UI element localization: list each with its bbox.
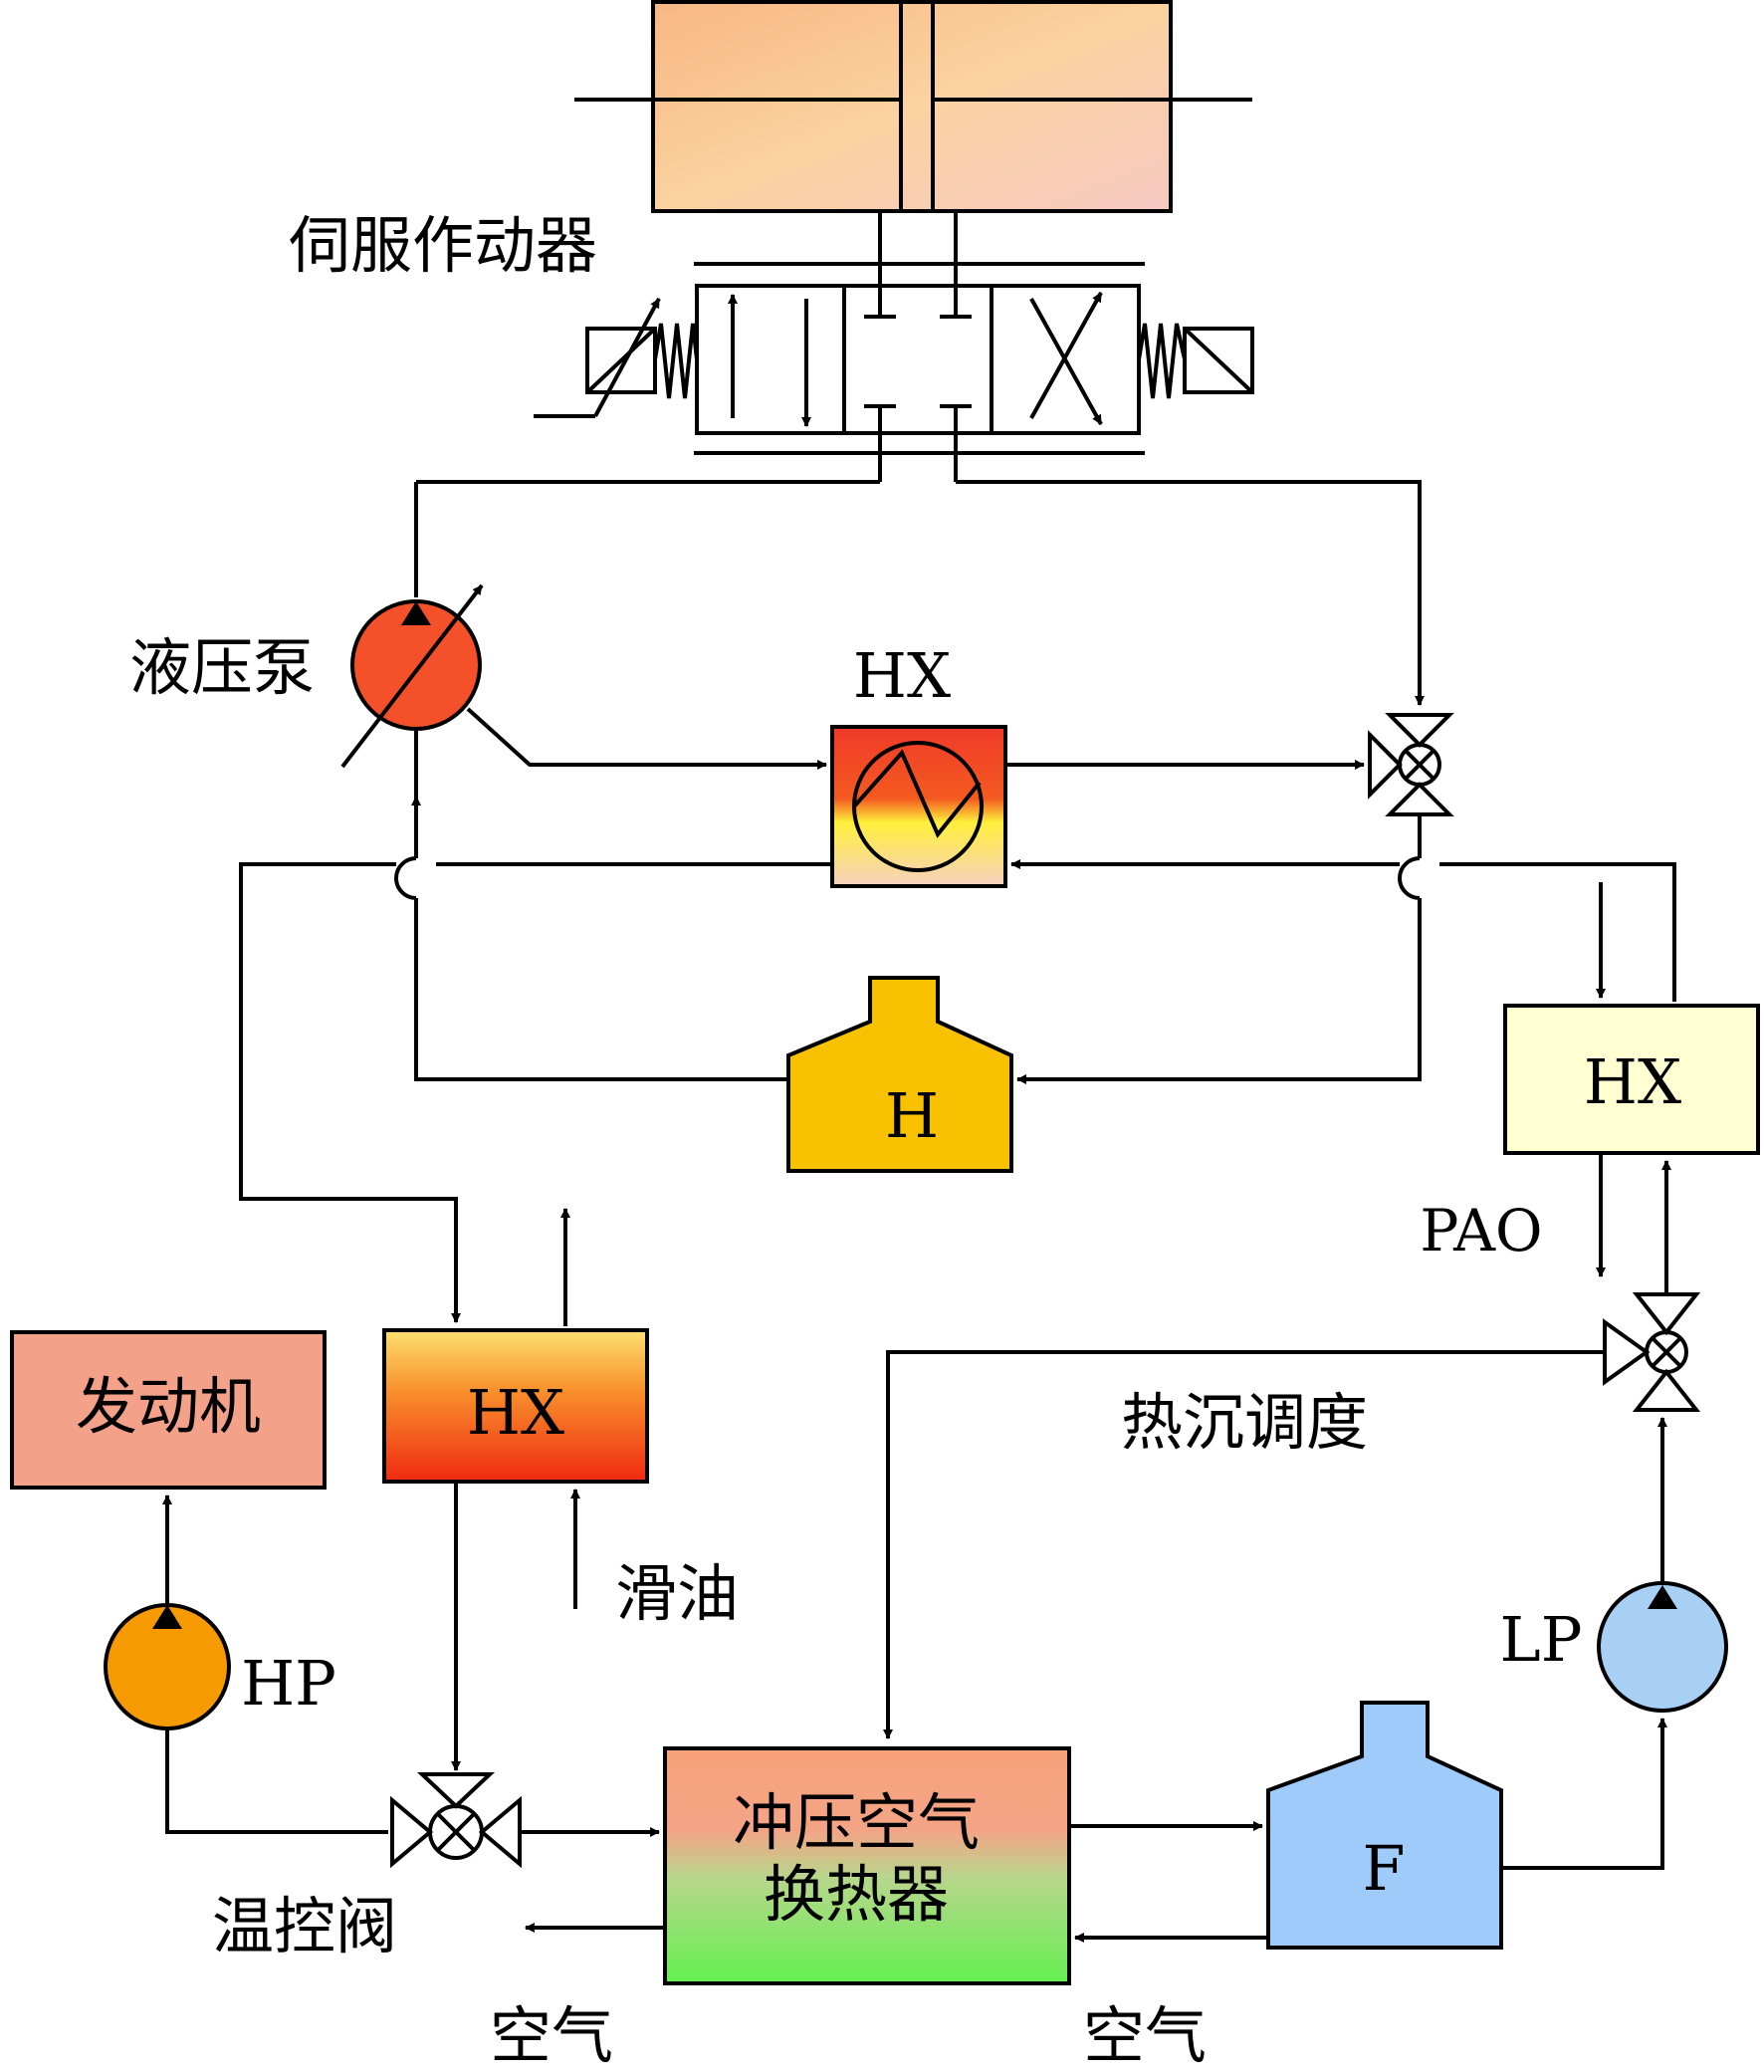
air-right-label: 空气 — [1083, 1999, 1207, 2072]
ram-hx-label-line2: 换热器 — [764, 1858, 949, 1931]
ram-air-hx — [663, 1746, 1071, 1985]
servo-valve — [534, 211, 1254, 482]
air-left-label: 空气 — [490, 1999, 613, 2072]
selector-valve-right — [1603, 1292, 1701, 1412]
hydraulic-pump — [340, 480, 880, 769]
temp-control-valve-label: 温控阀 — [212, 1890, 397, 1962]
selector-valve-top — [1368, 713, 1454, 816]
hp-pump — [104, 1495, 231, 1730]
servo-actuator-label: 伺服作动器 — [289, 209, 597, 282]
hx-right — [1503, 1004, 1760, 1155]
hydraulic-tank-label: H — [885, 1079, 939, 1152]
fuel-tank — [1266, 1701, 1503, 1950]
engine — [10, 1330, 327, 1490]
hx-oil — [382, 1328, 649, 1484]
lp-label: LP — [1500, 1603, 1583, 1676]
lp-pump — [1597, 1417, 1728, 1713]
hp-label: HP — [241, 1647, 336, 1720]
pao-label: PAO — [1420, 1197, 1542, 1265]
hx-top-label: HX — [853, 639, 951, 712]
fuel-tank-label: F — [1362, 1832, 1405, 1905]
hydraulic-tank — [786, 976, 1013, 1173]
ram-hx-label-line1: 冲压空气 — [733, 1786, 980, 1859]
engine-label: 发动机 — [76, 1370, 261, 1443]
hydraulic-pump-label: 液压泵 — [129, 631, 315, 704]
lube-oil-label: 滑油 — [615, 1557, 739, 1630]
heat-sink-dispatch-label: 热沉调度 — [1121, 1386, 1368, 1459]
hx-top — [830, 725, 1007, 888]
servo-actuator — [574, 0, 1252, 213]
hx-oil-label: HX — [467, 1376, 564, 1449]
hx-right-label: HX — [1584, 1045, 1681, 1118]
temp-control-valve — [390, 1482, 522, 1869]
